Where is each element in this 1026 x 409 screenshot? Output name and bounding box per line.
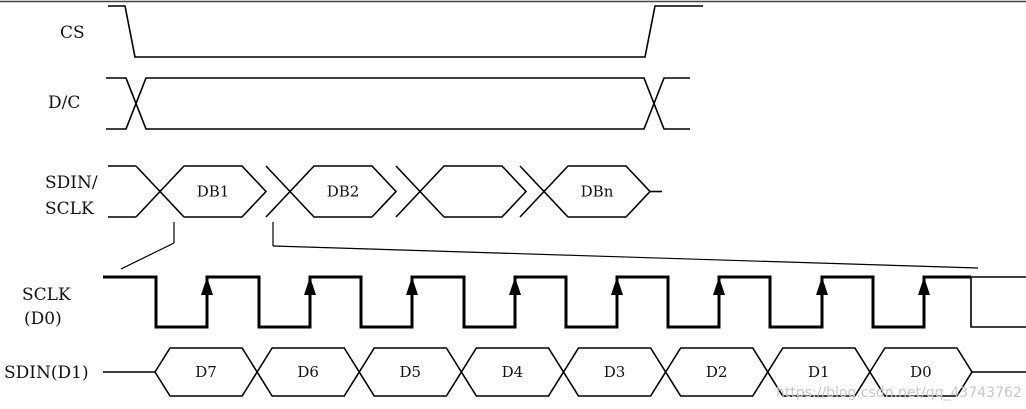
zoom-guides	[120, 222, 979, 270]
rising-edge-arrow	[406, 277, 418, 295]
sclk-tail	[970, 277, 1026, 328]
label-sclk-d0-2: (D0)	[24, 309, 62, 329]
rising-edge-arrow	[611, 277, 623, 295]
rising-edge-arrow	[201, 277, 213, 295]
byte-label: DB1	[197, 183, 230, 201]
bit-label: D5	[400, 363, 422, 381]
bit-cells: D7 D6 D5 D4 D3 D2 D1 D0	[154, 347, 973, 397]
bit-label: D4	[502, 363, 524, 381]
label-sdin-d1: SDIN(D1)	[4, 363, 89, 383]
rising-edge-arrow	[713, 277, 725, 295]
watermark: https://blog.csdn.net/qq_43743762	[776, 385, 1022, 401]
byte-label: DBn	[581, 183, 614, 201]
byte-cells: DB1 DB2 DBn	[135, 165, 662, 218]
rising-edge-arrow	[509, 277, 521, 295]
byte-cell	[395, 165, 528, 218]
bit-cell: D4	[460, 347, 565, 397]
rising-edge-arrow	[816, 277, 828, 295]
label-dc: D/C	[48, 93, 80, 113]
byte-cell: DBn	[519, 165, 652, 218]
label-cs: CS	[60, 23, 85, 43]
bit-cell: D2	[664, 347, 769, 397]
rising-edge-arrows	[201, 277, 930, 295]
bit-label: D1	[808, 363, 830, 381]
bit-cell: D5	[358, 347, 463, 397]
label-sdin-sclk-1: SDIN/	[45, 173, 98, 193]
rising-edge-arrow	[304, 277, 316, 295]
bit-cell: D6	[256, 347, 361, 397]
sclk-d0-waveform	[103, 275, 971, 329]
bit-label: D3	[604, 363, 626, 381]
byte-cell: DB2	[265, 165, 398, 218]
bit-cell: D0	[868, 347, 973, 397]
bit-label: D2	[706, 363, 728, 381]
bit-cell: D7	[154, 347, 259, 397]
label-sdin-sclk-2: SCLK	[45, 199, 94, 219]
label-sclk-d0-1: SCLK	[22, 285, 71, 305]
dc-waveform	[106, 77, 690, 130]
byte-cell: DB1	[135, 165, 268, 218]
byte-label: DB2	[327, 183, 360, 201]
cs-waveform	[108, 5, 703, 58]
bit-label: D7	[195, 363, 217, 381]
bit-cell: D3	[562, 347, 667, 397]
byte-bus	[108, 165, 136, 218]
rising-edge-arrow	[918, 277, 930, 295]
bit-label: D0	[910, 363, 932, 381]
bit-label: D6	[297, 363, 319, 381]
